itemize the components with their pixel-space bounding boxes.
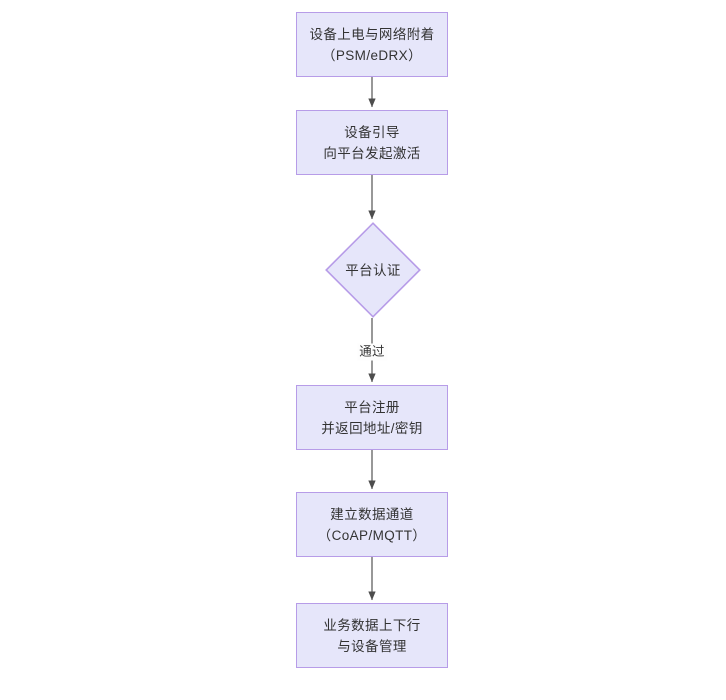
node-platform-register[interactable]: 平台注册 并返回地址/密钥 [296, 385, 448, 450]
node-device-power-on-label: 设备上电与网络附着 （PSM/eDRX） [309, 26, 435, 63]
diamond-shape-icon [325, 222, 421, 318]
node-device-power-on[interactable]: 设备上电与网络附着 （PSM/eDRX） [296, 12, 448, 77]
node-business-data-and-device-management[interactable]: 业务数据上下行 与设备管理 [296, 603, 448, 668]
node-business-data-and-device-management-label: 业务数据上下行 与设备管理 [323, 617, 421, 654]
edge-label-pass: 通过 [357, 343, 387, 361]
node-platform-auth-label: 平台认证 [345, 262, 401, 278]
node-device-bootstrap[interactable]: 设备引导 向平台发起激活 [296, 110, 448, 175]
node-establish-data-channel[interactable]: 建立数据通道 （CoAP/MQTT） [296, 492, 448, 557]
node-platform-register-label: 平台注册 并返回地址/密钥 [321, 399, 423, 436]
node-establish-data-channel-label: 建立数据通道 （CoAP/MQTT） [317, 506, 427, 543]
node-device-bootstrap-label: 设备引导 向平台发起激活 [323, 124, 421, 161]
node-platform-auth[interactable]: 平台认证 [325, 222, 421, 318]
